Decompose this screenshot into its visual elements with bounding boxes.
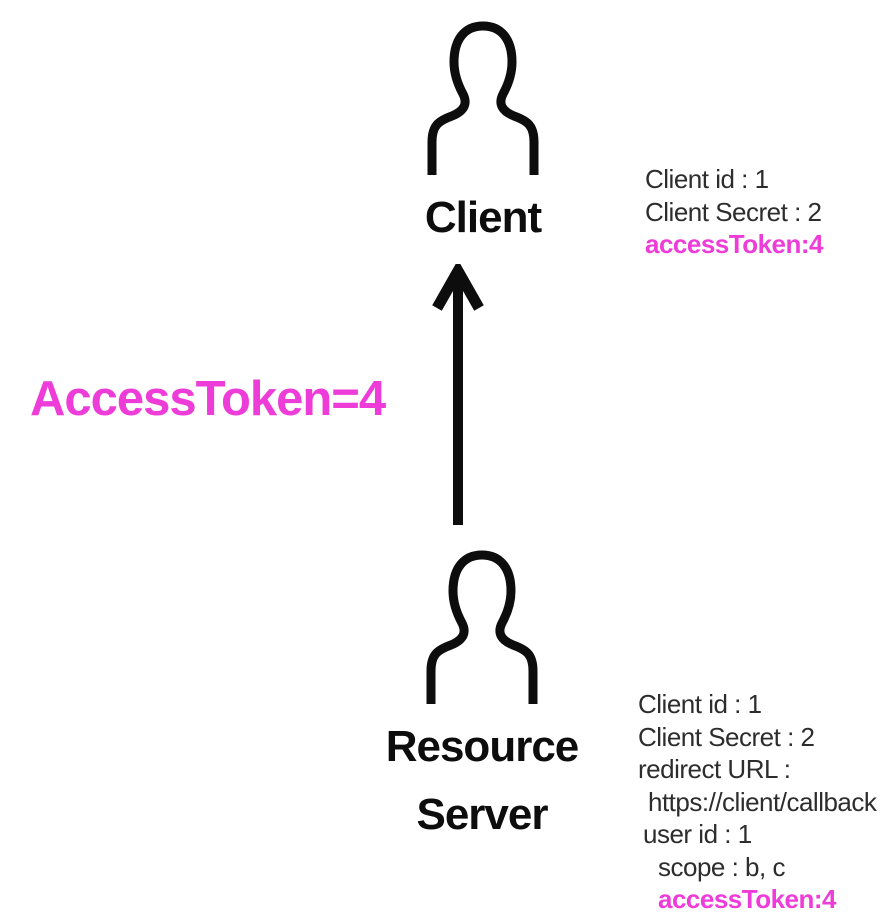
actor-resource-label-line2: Server [416,790,548,839]
arrow-up [429,259,487,532]
person-icon [426,550,538,704]
state-line: accessToken:4 [645,229,824,259]
state-line: Client id : 1 [638,689,762,719]
actor-client-label: Client [424,193,542,242]
person-icon [427,21,539,175]
arrow-up-icon [432,259,484,525]
state-line: Client Secret : 2 [645,196,822,227]
state-line: Client Secret : 2 [638,721,815,752]
state-line: accessToken:4 [658,884,837,914]
state-line: redirect URL : [638,754,791,784]
state-line: Client id : 1 [645,164,769,194]
actor-client: Client [378,20,588,250]
actor-resource-server: Resource Server [372,549,592,847]
state-line: user id : 1 [643,819,752,849]
state-line: scope : b, c [658,851,785,882]
state-line: https://client/callback [648,786,877,817]
access-token-label: AccessToken=4 [30,372,386,426]
actor-resource-label-line1: Resource [385,722,580,771]
